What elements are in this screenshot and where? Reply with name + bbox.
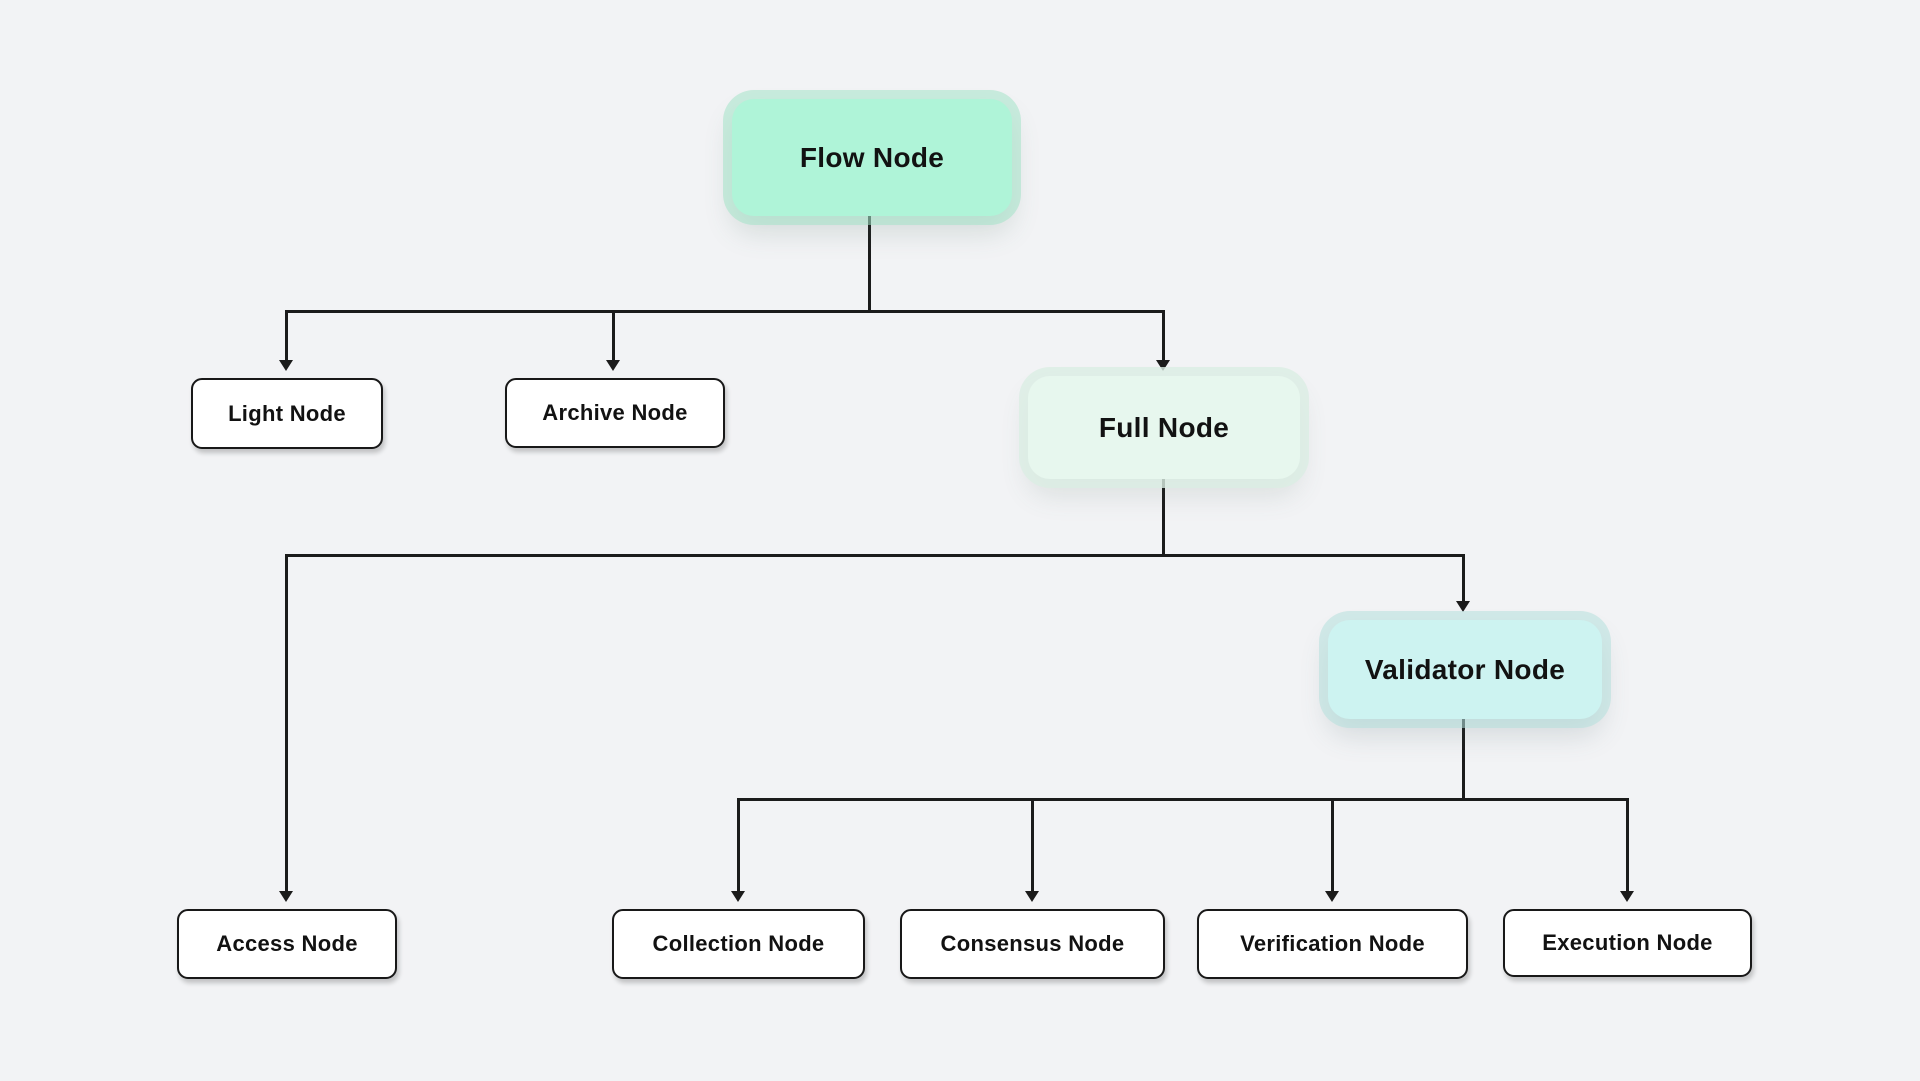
node-full: Full Node	[1028, 376, 1300, 479]
arrow-down-archive-icon	[606, 360, 620, 371]
edge-drop-access	[285, 554, 288, 891]
edge-drop-validator	[1462, 554, 1465, 601]
node-collection: Collection Node	[612, 909, 865, 979]
arrow-down-validator-icon	[1456, 601, 1470, 612]
node-execution: Execution Node	[1503, 909, 1752, 977]
arrow-down-full-icon	[1156, 360, 1170, 371]
arrow-down-access-icon	[279, 891, 293, 902]
edge-flow-stem	[868, 216, 871, 312]
arrow-down-verification-icon	[1325, 891, 1339, 902]
node-flow: Flow Node	[732, 99, 1012, 216]
edge-validator-stem	[1462, 718, 1465, 800]
node-consensus: Consensus Node	[900, 909, 1165, 979]
arrow-down-light-icon	[279, 360, 293, 371]
edge-drop-light	[285, 310, 288, 360]
arrow-down-consensus-icon	[1025, 891, 1039, 902]
arrow-down-execution-icon	[1620, 891, 1634, 902]
edge-full-children-bus	[285, 554, 1465, 557]
edge-drop-consensus	[1031, 798, 1034, 891]
edge-drop-archive	[612, 310, 615, 360]
node-validator: Validator Node	[1328, 620, 1602, 719]
edge-drop-execution	[1626, 798, 1629, 891]
node-archive: Archive Node	[505, 378, 725, 448]
edge-drop-full	[1162, 310, 1165, 360]
edge-validator-children-bus	[737, 798, 1628, 801]
arrow-down-collection-icon	[731, 891, 745, 902]
edge-flow-children-bus	[285, 310, 1165, 313]
node-verification: Verification Node	[1197, 909, 1468, 979]
node-access: Access Node	[177, 909, 397, 979]
edge-drop-verification	[1331, 798, 1334, 891]
edge-full-stem	[1162, 478, 1165, 556]
edge-drop-collection	[737, 798, 740, 891]
node-light: Light Node	[191, 378, 383, 449]
